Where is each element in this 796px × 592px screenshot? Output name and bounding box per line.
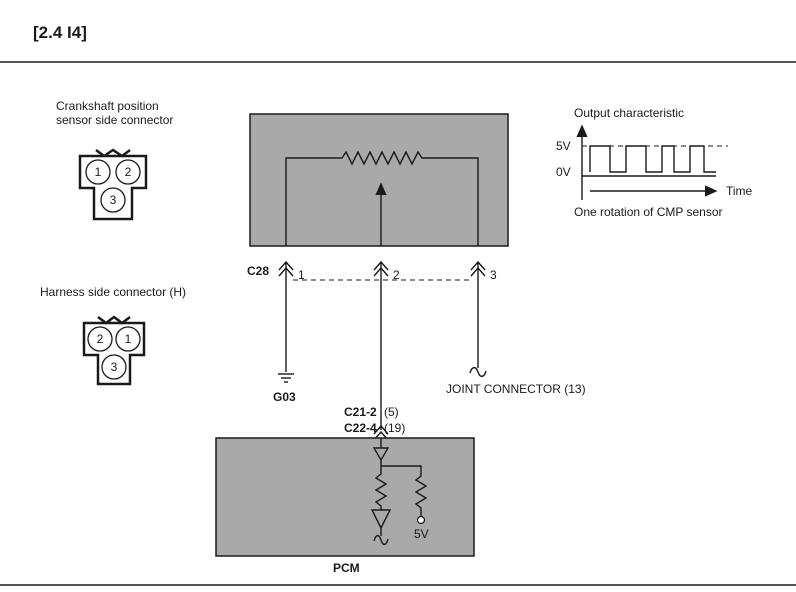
ground-label: G03 (273, 390, 296, 404)
harness-pin-1: 1 (125, 332, 132, 346)
pcm-connector-2-pin: (19) (384, 421, 405, 435)
output-title: Output characteristic (574, 106, 684, 120)
harness-connector-icon: 2 1 3 (82, 315, 146, 386)
square-wave-signal (589, 145, 716, 173)
joint-connector-label: JOINT CONNECTOR (13) (446, 382, 586, 396)
ground-icon (278, 373, 294, 383)
level-low-label: 0V (556, 165, 571, 179)
harness-pin-2: 2 (97, 332, 104, 346)
crank-pin-2: 2 (125, 165, 132, 179)
crank-connector-icon: 1 2 3 (78, 148, 148, 221)
sensor-pin-2: 2 (393, 268, 400, 282)
sensor-connector-id: C28 (247, 264, 269, 278)
pull-up-resistor-icon (381, 465, 428, 516)
pcm-input-buffer-icon (372, 447, 390, 462)
time-axis-label: Time (726, 184, 753, 198)
pcm-label: PCM (333, 561, 360, 575)
sensor-pin-3: 3 (490, 268, 497, 282)
pcm-internal-circuit (370, 438, 428, 546)
crank-pin-1: 1 (95, 165, 102, 179)
pcm-comparator-icon (370, 509, 392, 530)
sensor-terminal-icons (278, 260, 486, 277)
pcm-box (215, 437, 475, 557)
crank-connector-label-line2: sensor side connector (56, 113, 173, 127)
joint-connector-icon (469, 366, 487, 378)
crank-pin-3: 3 (110, 193, 117, 207)
page-title: [2.4 I4] (33, 23, 87, 42)
pcm-connector-2-id: C22-4 (344, 421, 377, 435)
level-high-label: 5V (556, 139, 571, 153)
pcm-connector-1-pin: (5) (384, 405, 399, 419)
sensor-resistor-icon (285, 150, 479, 246)
crank-connector-label-line1: Crankshaft position (56, 99, 159, 113)
output-caption: One rotation of CMP sensor (574, 205, 723, 219)
pcm-connector-1-id: C21-2 (344, 405, 377, 419)
harness-pin-3: 3 (111, 360, 118, 374)
sensor-box (249, 113, 509, 247)
harness-connector-label: Harness side connector (H) (40, 285, 186, 299)
pcm-supply-label: 5V (414, 527, 429, 541)
sensor-pin-1: 1 (298, 268, 305, 282)
